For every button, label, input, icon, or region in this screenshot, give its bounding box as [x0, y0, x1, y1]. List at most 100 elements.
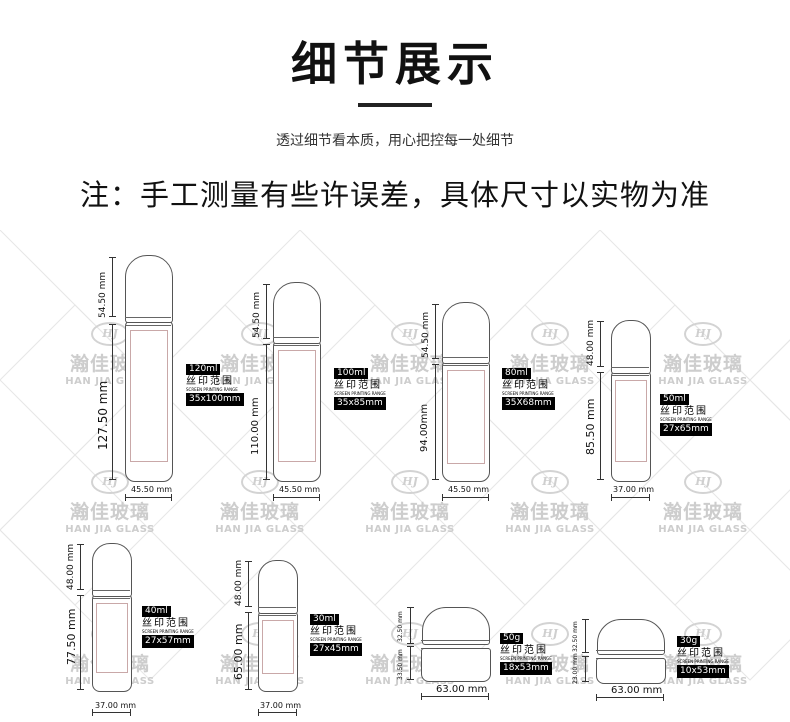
- width-dim: [125, 494, 172, 501]
- print-label-cn: 丝印范围: [500, 645, 548, 656]
- print-size-badge: 35X68mm: [502, 397, 555, 410]
- print-label-en: SCREEN PRINTING RANGE: [502, 391, 554, 396]
- cap-height-text: 54.50 mm: [252, 291, 262, 338]
- width-text: 45.50 mm: [131, 485, 173, 494]
- body-height-dim: [407, 646, 414, 680]
- body-height-text: 23.00 mm: [572, 653, 579, 684]
- print-spec-label: 80ml 丝印范围 SCREEN PRINTING RANGE 35X68mm: [502, 368, 555, 410]
- body-height-text: 85.50 mm: [584, 398, 597, 455]
- body-height-dim: [109, 324, 116, 480]
- print-label-en: SCREEN PRINTING RANGE: [660, 417, 712, 422]
- width-dim: [611, 494, 650, 501]
- print-size-badge: 27x45mm: [310, 643, 362, 656]
- cap-height-dim: [597, 321, 604, 367]
- width-dim: [258, 709, 297, 716]
- width-dim: [596, 694, 664, 701]
- print-size-badge: 18x53mm: [500, 662, 552, 675]
- print-size-badge: 35x85mm: [334, 397, 386, 410]
- cap-height-dim: [77, 544, 84, 590]
- logo-badge-icon: HJ: [91, 322, 129, 346]
- body-height-text: 77.50 mm: [65, 608, 78, 665]
- cap-height-text: 32.50 mm: [397, 611, 404, 642]
- print-label-cn: 丝印范围: [142, 618, 190, 629]
- print-spec-label: 30ml 丝印范围 SCREEN PRINTING RANGE 27x45mm: [310, 614, 362, 656]
- width-dim: [421, 693, 489, 700]
- width-text: 63.00 mm: [611, 685, 663, 696]
- cap-height-text: 32.50 mm: [572, 621, 579, 652]
- logo-badge-icon: HJ: [531, 622, 569, 646]
- capacity-badge: 80ml: [502, 368, 531, 379]
- print-label-cn: 丝印范围: [186, 376, 234, 387]
- body-height-text: 33.50 mm: [397, 649, 404, 680]
- logo-badge-icon: HJ: [91, 470, 129, 494]
- body-height-dim: [582, 656, 589, 682]
- print-label-en: SCREEN PRINTING RANGE: [677, 659, 729, 664]
- print-label-cn: 丝印范围: [502, 380, 550, 391]
- print-spec-label: 100ml 丝印范围 SCREEN PRINTING RANGE 35x85mm: [334, 368, 386, 410]
- logo-badge-icon: HJ: [531, 322, 569, 346]
- width-dim: [442, 494, 489, 501]
- logo-badge-icon: HJ: [391, 322, 429, 346]
- body-height-text: 65.00 mm: [232, 623, 245, 680]
- title-underline: [358, 103, 432, 107]
- cap-height-text: 48.00 mm: [234, 559, 244, 606]
- body-height-dim: [77, 595, 84, 690]
- capacity-badge: 50ml: [660, 394, 689, 405]
- page-subtitle: 透过细节看本质，用心把控每一处细节: [276, 133, 514, 149]
- measurement-note: 注：手工测量有些许误差，具体尺寸以实物为准: [79, 178, 710, 212]
- cap-height-text: 48.00 mm: [66, 543, 76, 590]
- print-spec-label: 40ml 丝印范围 SCREEN PRINTING RANGE 27x57mm: [142, 606, 194, 648]
- capacity-badge: 40ml: [142, 606, 171, 617]
- cap-height-dim: [109, 257, 116, 317]
- print-label-cn: 丝印范围: [660, 406, 708, 417]
- print-spec-label: 50ml 丝印范围 SCREEN PRINTING RANGE 27x65mm: [660, 394, 712, 436]
- print-label-en: SCREEN PRINTING RANGE: [142, 629, 194, 634]
- capacity-badge: 30ml: [310, 614, 339, 625]
- cap-height-dim: [245, 561, 252, 607]
- width-dim: [92, 709, 131, 716]
- capacity-badge: 120ml: [186, 364, 221, 375]
- capacity-badge: 100ml: [334, 368, 369, 379]
- cap-height-text: 48.00 mm: [586, 319, 596, 366]
- cap-height-dim: [263, 284, 270, 339]
- body-height-dim: [432, 364, 439, 480]
- body-height-dim: [245, 612, 252, 690]
- print-spec-label: 120ml 丝印范围 SCREEN PRINTING RANGE 35x100m…: [186, 364, 244, 406]
- cap-height-text: 54.50 mm: [98, 271, 108, 318]
- body-height-text: 94.00mm: [419, 403, 430, 452]
- print-spec-label: 50g 丝印范围 SCREEN PRINTING RANGE 18x53mm: [500, 633, 552, 675]
- body-height-text: 110.00 mm: [250, 397, 261, 455]
- body-height-dim: [263, 344, 270, 480]
- logo-badge-icon: HJ: [241, 470, 279, 494]
- print-size-badge: 35x100mm: [186, 393, 244, 406]
- cap-height-dim: [407, 607, 414, 644]
- width-text: 37.00 mm: [613, 485, 655, 494]
- logo-badge-icon: HJ: [684, 322, 722, 346]
- body-height-dim: [597, 372, 604, 480]
- width-text: 37.00 mm: [260, 701, 302, 710]
- print-label-cn: 丝印范围: [677, 648, 725, 659]
- capacity-badge: 50g: [500, 633, 524, 644]
- print-size-badge: 10x53mm: [677, 665, 729, 678]
- logo-badge-icon: HJ: [531, 470, 569, 494]
- width-text: 63.00 mm: [436, 684, 488, 695]
- width-text: 45.50 mm: [448, 485, 490, 494]
- print-size-badge: 27x57mm: [142, 635, 194, 648]
- width-dim: [273, 494, 320, 501]
- cap-height-dim: [582, 619, 589, 653]
- width-text: 45.50 mm: [279, 485, 321, 494]
- print-label-cn: 丝印范围: [334, 380, 382, 391]
- print-size-badge: 27x65mm: [660, 423, 712, 436]
- print-label-en: SCREEN PRINTING RANGE: [310, 637, 362, 642]
- cap-height-dim: [432, 304, 439, 359]
- print-label-cn: 丝印范围: [310, 626, 358, 637]
- print-label-en: SCREEN PRINTING RANGE: [500, 656, 552, 661]
- print-label-en: SCREEN PRINTING RANGE: [334, 391, 386, 396]
- logo-badge-icon: HJ: [391, 470, 429, 494]
